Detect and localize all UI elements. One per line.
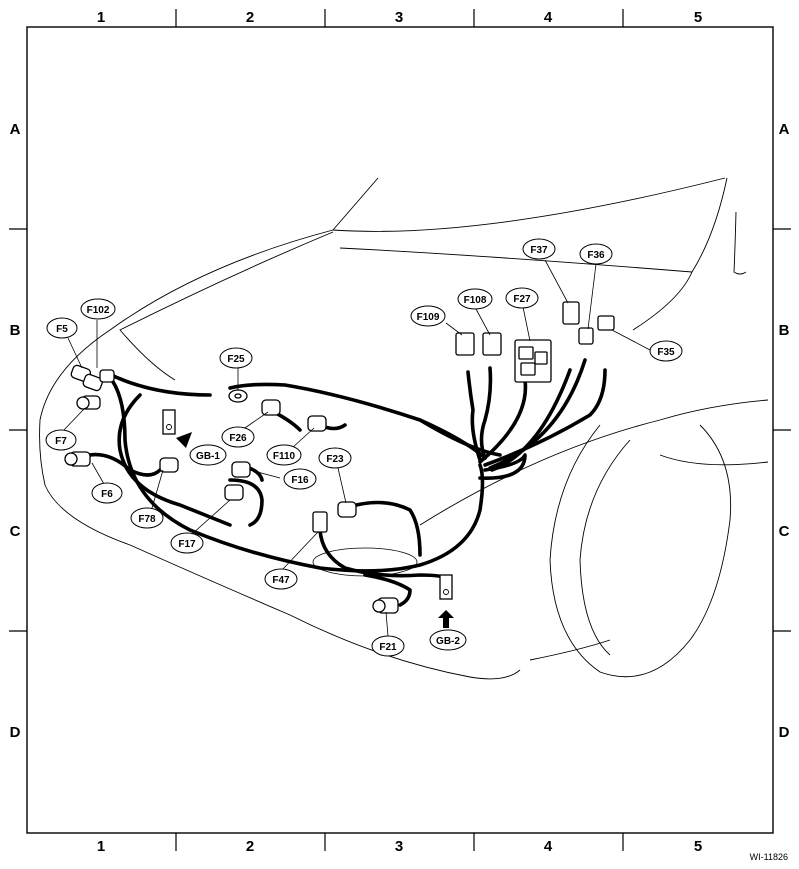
label-f36: F36 [587,250,605,261]
label-gb1: GB-1 [196,451,220,462]
col-label-5-top: 5 [694,9,702,26]
label-f21: F21 [379,642,397,653]
col-label-2-bottom: 2 [246,838,254,855]
col-label-2-top: 2 [246,9,254,26]
label-f27: F27 [513,294,531,305]
row-label-d-left: D [10,724,21,741]
label-f17: F17 [178,539,196,550]
label-f5: F5 [56,324,68,335]
col-label-5-bottom: 5 [694,838,702,855]
col-label-3-bottom: 3 [395,838,403,855]
connector-shapes [64,301,615,628]
row-label-a-left: A [10,121,21,138]
col-label-4-bottom: 4 [544,838,553,855]
label-f26: F26 [229,433,247,444]
label-f78: F78 [138,514,156,525]
harness [88,358,607,607]
figure-code: WI-11826 [750,852,788,862]
label-f102: F102 [87,305,110,316]
label-f37: F37 [530,245,548,256]
row-label-a-right: A [779,121,790,138]
label-f35: F35 [657,347,675,358]
label-f7: F7 [55,436,67,447]
row-label-d-right: D [779,724,790,741]
row-label-b-right: B [779,322,790,339]
vehicle-body [39,177,769,680]
label-f6: F6 [101,489,113,500]
col-label-4-top: 4 [544,9,553,26]
label-f25: F25 [227,354,245,365]
diagram-frame [26,26,774,834]
label-gb2: GB-2 [436,636,460,647]
col-label-1-top: 1 [97,9,105,26]
callout-ovals [45,238,683,657]
label-f108: F108 [464,295,487,306]
col-label-3-top: 3 [395,9,403,26]
label-f109: F109 [417,312,440,323]
label-f110: F110 [273,451,296,462]
row-label-c-left: C [10,523,21,540]
row-label-b-left: B [10,322,21,339]
harness-clip [312,547,418,577]
grid-ticks [9,9,791,851]
label-f23: F23 [326,454,344,465]
label-f47: F47 [272,575,290,586]
label-f16: F16 [291,475,309,486]
col-label-1-bottom: 1 [97,838,105,855]
leader-lines [61,259,651,637]
row-label-c-right: C [779,523,790,540]
